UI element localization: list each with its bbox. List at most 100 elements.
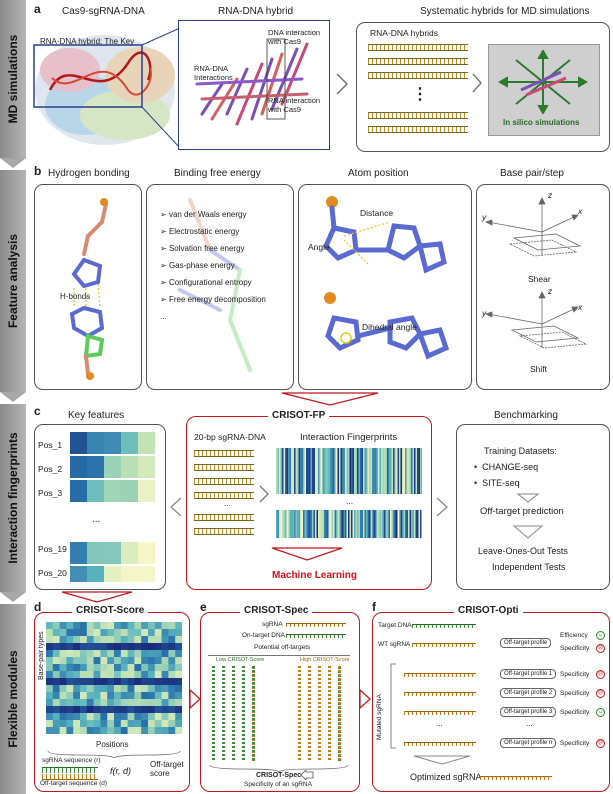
barcode-stripe <box>414 448 416 494</box>
mutated-strand <box>404 711 476 715</box>
barcode-stripe <box>352 448 355 494</box>
barcode-stripe <box>318 448 320 494</box>
barcode-stripe <box>402 448 404 494</box>
heatmap-cell <box>148 643 156 651</box>
barcode-stripe <box>325 510 328 538</box>
barcode-stripe <box>394 510 397 538</box>
label-shift: Shift <box>530 364 548 374</box>
heatmap-cell <box>59 671 67 679</box>
heatmap-cell <box>120 664 128 672</box>
bfe-item-text: van der Waals energy <box>168 210 247 219</box>
barcode-stripe <box>372 510 374 538</box>
barcode-stripe <box>406 448 409 494</box>
heatmap-cell <box>134 685 142 693</box>
heatmap-cell <box>141 636 149 644</box>
heatmap-cell <box>175 720 182 728</box>
label-wt-sgrna: WT sgRNA <box>378 641 411 648</box>
barcode-stripe <box>318 510 320 538</box>
heatmap-cell <box>120 713 128 721</box>
heatmap-cell <box>107 720 115 728</box>
label-basepair-types: Base-pair types <box>38 631 45 680</box>
heatmap-cell <box>73 706 81 714</box>
barcode-stripe <box>295 448 298 494</box>
heatmap-cell <box>134 713 142 721</box>
barcode-stripe <box>289 510 292 538</box>
heatmap-cell <box>52 706 60 714</box>
barcode-stripe <box>411 448 413 494</box>
heatmap-cell <box>141 657 149 665</box>
offtarget-column-low <box>212 666 215 762</box>
heatmap-cell <box>107 664 115 672</box>
heatmap-cell <box>107 692 115 700</box>
barcode-stripe <box>288 448 290 494</box>
heatmap-cell <box>80 685 88 693</box>
heatmap-cell <box>100 685 108 693</box>
heatmap-cell <box>127 643 135 651</box>
barcode-stripe <box>370 448 373 494</box>
heatmap-cell <box>93 685 101 693</box>
barcode-stripe <box>358 448 361 494</box>
heatmap-cell <box>161 678 169 686</box>
heatmap-cell <box>73 678 81 686</box>
heatmap-cell <box>46 622 54 630</box>
heatmap-cell <box>52 685 60 693</box>
label-rna-cas9: RNA interaction with Cas9 <box>268 96 321 114</box>
barcode-stripe <box>396 510 398 538</box>
offtarget-column-low <box>252 666 255 762</box>
heatmap-cell <box>86 657 94 665</box>
label-fingerprints: Interaction Fingerprints <box>300 432 398 443</box>
arrow-right-icon <box>259 485 269 503</box>
barcode-stripe <box>358 510 361 538</box>
bracket <box>390 663 396 749</box>
heatmap-cell <box>80 713 88 721</box>
sgrna-dna-pair <box>194 514 254 521</box>
barcode-stripe <box>351 510 353 538</box>
bfe-item: ➢ Electrostatic energy <box>160 227 240 236</box>
heatmap-cell <box>114 671 122 679</box>
hbond-molecule-image <box>69 198 108 380</box>
barcode-stripe <box>367 510 370 538</box>
heatmap-cell <box>175 706 182 714</box>
heatmap-cell <box>107 650 115 658</box>
heatmap-cell <box>138 456 155 478</box>
barcode-stripe <box>312 510 314 538</box>
happy-icon: ☺ <box>596 708 605 717</box>
heatmap-cell <box>93 657 101 665</box>
heatmap-cell <box>66 699 74 707</box>
label-specificity: Specificity <box>560 709 590 716</box>
barcode-stripe <box>382 448 385 494</box>
label-dihedral: Dihedral angle <box>362 322 417 332</box>
heatmap-cell <box>175 622 182 630</box>
heatmap-cell <box>121 480 138 502</box>
heatmap-cell <box>86 678 94 686</box>
barcode-stripe <box>388 448 391 494</box>
heatmap-cell <box>175 664 182 672</box>
label-spec-bottom: CRISOT-Spec <box>256 772 302 779</box>
barcode-stripe <box>277 510 280 538</box>
barcode-stripe <box>285 448 287 494</box>
heatmap-cell <box>87 542 104 564</box>
heatmap-cell <box>134 727 142 734</box>
heatmap-cell <box>80 636 88 644</box>
heatmap-cell <box>148 706 156 714</box>
heatmap-cell <box>168 671 176 679</box>
heatmap-cell <box>120 692 128 700</box>
offtarget-column-low <box>222 666 225 762</box>
heatmap-cell <box>66 671 74 679</box>
arrow-right-icon <box>472 73 482 93</box>
barcode-stripe <box>280 448 283 494</box>
heatmap-cell <box>148 629 156 637</box>
down-arrow-icon <box>61 591 133 603</box>
barcode-stripe <box>291 448 293 494</box>
heatmap-cell <box>148 678 156 686</box>
barcode-stripe <box>360 448 362 494</box>
sad-icon: ☹ <box>596 689 605 698</box>
heatmap-cell <box>175 685 182 693</box>
basepair-shift-diagram <box>484 291 588 349</box>
label-sgrna-seq: sgRNA sequence (r) <box>42 757 101 764</box>
basepair-box <box>476 184 610 390</box>
barcode-stripe <box>328 510 331 538</box>
dataset-name: SITE-seq <box>482 478 520 488</box>
axis-x-label: x <box>578 302 583 312</box>
sgrna-dna-pair <box>194 528 254 535</box>
